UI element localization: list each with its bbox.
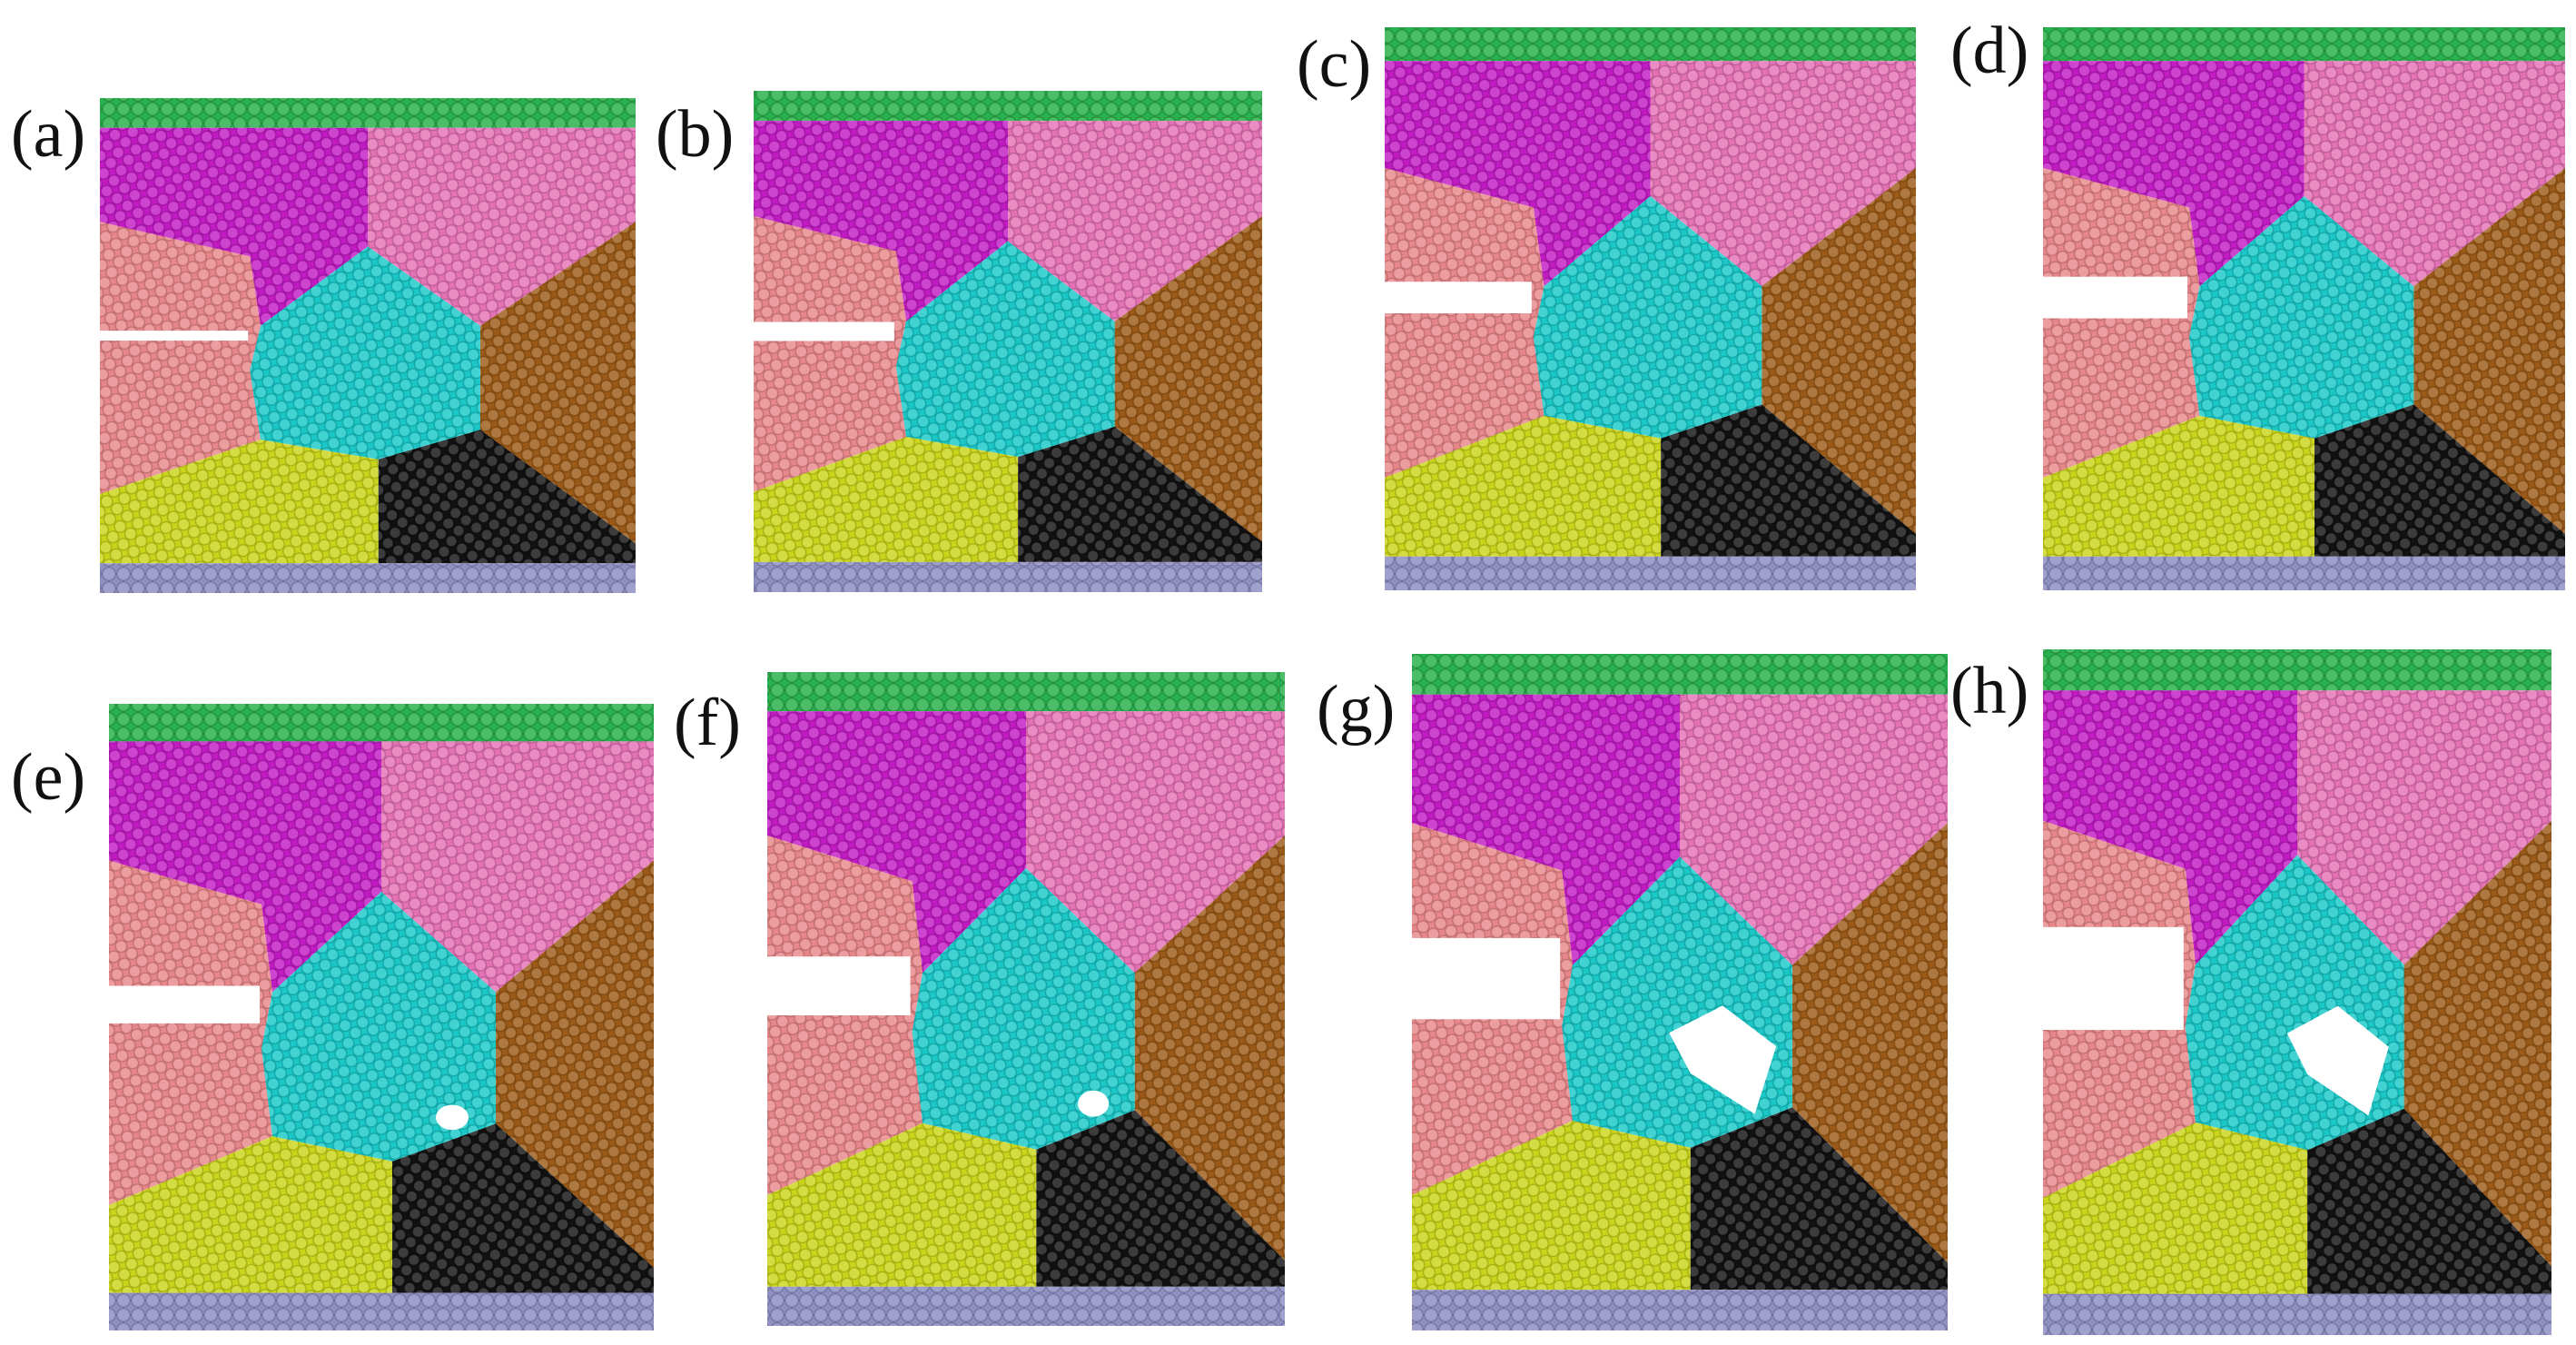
bottom-atom-texture	[109, 1292, 654, 1330]
grain-pink-texture	[1026, 711, 1285, 974]
grain-pink-texture	[1008, 121, 1262, 321]
panel-label: (b)	[656, 97, 734, 172]
panel-d: (d)	[1950, 14, 2565, 590]
grain-salmon-lower-texture	[1412, 1005, 1573, 1195]
crack-notch	[107, 985, 260, 1024]
grain-pink-texture	[2297, 690, 2551, 965]
grain-magenta-texture	[754, 121, 1008, 321]
grain-black-texture	[1018, 426, 1262, 562]
grain-pink-texture	[2304, 61, 2565, 287]
grain-yellow-texture	[109, 1136, 392, 1293]
grain-black-texture	[2307, 1108, 2551, 1294]
grain-cyan-texture	[912, 868, 1135, 1150]
crack-notch	[765, 956, 911, 1015]
grain-brown-texture	[496, 860, 654, 1268]
crack-notch	[752, 321, 894, 341]
grain-cyan-texture	[895, 241, 1115, 457]
grain-magenta-texture	[767, 711, 1026, 974]
grain-cyan-texture	[2189, 196, 2414, 439]
top-atom-texture	[100, 98, 636, 128]
panel-label: (e)	[11, 740, 85, 815]
grain-black-texture	[1036, 1110, 1285, 1287]
crack-notch	[2041, 926, 2184, 1031]
grain-salmon-lower-texture	[2043, 1005, 2196, 1198]
grain-brown-texture	[1134, 836, 1285, 1261]
panel-label: (d)	[1950, 14, 2028, 88]
panel-label: (h)	[1950, 654, 2028, 728]
grain-yellow-texture	[1412, 1121, 1691, 1291]
grain-brown-texture	[2403, 820, 2551, 1267]
grain-yellow-texture	[754, 436, 1019, 562]
bottom-atom-texture	[754, 561, 1262, 592]
grain-yellow-texture	[2043, 1122, 2308, 1294]
grain-cyan-texture	[262, 892, 496, 1162]
grain-black-texture	[392, 1123, 654, 1293]
grain-cyan-texture	[250, 246, 480, 460]
void	[1078, 1090, 1110, 1117]
panel-h: (h)	[1950, 649, 2551, 1335]
grain-salmon-lower-texture	[100, 355, 261, 494]
grain-magenta-texture	[109, 741, 381, 993]
panel-a: (a)	[11, 97, 636, 593]
grain-salmon-lower-texture	[767, 1012, 923, 1195]
void	[2286, 1005, 2389, 1116]
grain-brown-texture	[1114, 216, 1262, 542]
grain-magenta-texture	[2043, 690, 2297, 965]
grain-black-texture	[1661, 404, 1916, 557]
grain-pink-texture	[368, 127, 636, 326]
panel-label: (g)	[1317, 672, 1395, 747]
grain-black-texture	[1690, 1107, 1948, 1291]
grain-pink-texture	[1680, 694, 1948, 965]
grain-yellow-texture	[1385, 415, 1662, 557]
grain-magenta-texture	[1385, 61, 1651, 287]
top-atom-texture	[109, 704, 654, 742]
grain-black-texture	[2314, 404, 2565, 557]
bottom-atom-texture	[767, 1286, 1285, 1326]
grain-salmon-lower-texture	[754, 351, 906, 492]
crack-notch	[1383, 282, 1532, 313]
grain-yellow-texture	[2043, 415, 2314, 557]
grain-salmon-lower-texture	[2043, 320, 2200, 478]
panel-e: (e)	[11, 704, 654, 1330]
panel-label: (f)	[674, 686, 741, 760]
grain-brown-texture	[479, 222, 636, 544]
grain-magenta-texture	[100, 127, 368, 326]
top-atom-texture	[2043, 27, 2565, 62]
bottom-atom-texture	[2043, 556, 2565, 590]
grain-yellow-texture	[767, 1122, 1037, 1287]
void	[436, 1104, 469, 1131]
bottom-atom-texture	[2043, 1293, 2551, 1335]
top-atom-texture	[754, 91, 1262, 122]
void	[1669, 1005, 1777, 1114]
bottom-atom-texture	[1385, 556, 1916, 590]
grain-brown-texture	[1791, 823, 1948, 1263]
panel-f: (f)	[674, 672, 1285, 1326]
grain-pink-texture	[381, 741, 654, 993]
panel-b: (b)	[656, 91, 1262, 592]
top-atom-texture	[767, 672, 1285, 712]
grain-salmon-lower-texture	[109, 1029, 272, 1205]
crack-notch	[98, 331, 249, 341]
panel-g: (g)	[1317, 654, 1948, 1330]
top-atom-texture	[1385, 27, 1916, 62]
grain-magenta-texture	[1412, 694, 1680, 965]
grain-salmon-lower-texture	[1385, 320, 1545, 478]
bottom-atom-texture	[100, 563, 636, 593]
panel-label: (c)	[1297, 27, 1371, 102]
crack-notch	[2041, 276, 2187, 319]
bottom-atom-texture	[1412, 1290, 1948, 1330]
grain-brown-texture	[2413, 168, 2565, 534]
grain-brown-texture	[1762, 168, 1916, 534]
top-atom-texture	[2043, 649, 2551, 691]
grain-cyan-texture	[1533, 196, 1762, 439]
panel-label: (a)	[11, 97, 85, 172]
panel-c: (c)	[1297, 27, 1916, 590]
grain-magenta-texture	[2043, 61, 2305, 287]
grain-yellow-texture	[100, 440, 379, 564]
grain-pink-texture	[1650, 61, 1916, 287]
crack-notch	[1410, 937, 1561, 1020]
grain-black-texture	[378, 430, 636, 564]
top-atom-texture	[1412, 654, 1948, 695]
